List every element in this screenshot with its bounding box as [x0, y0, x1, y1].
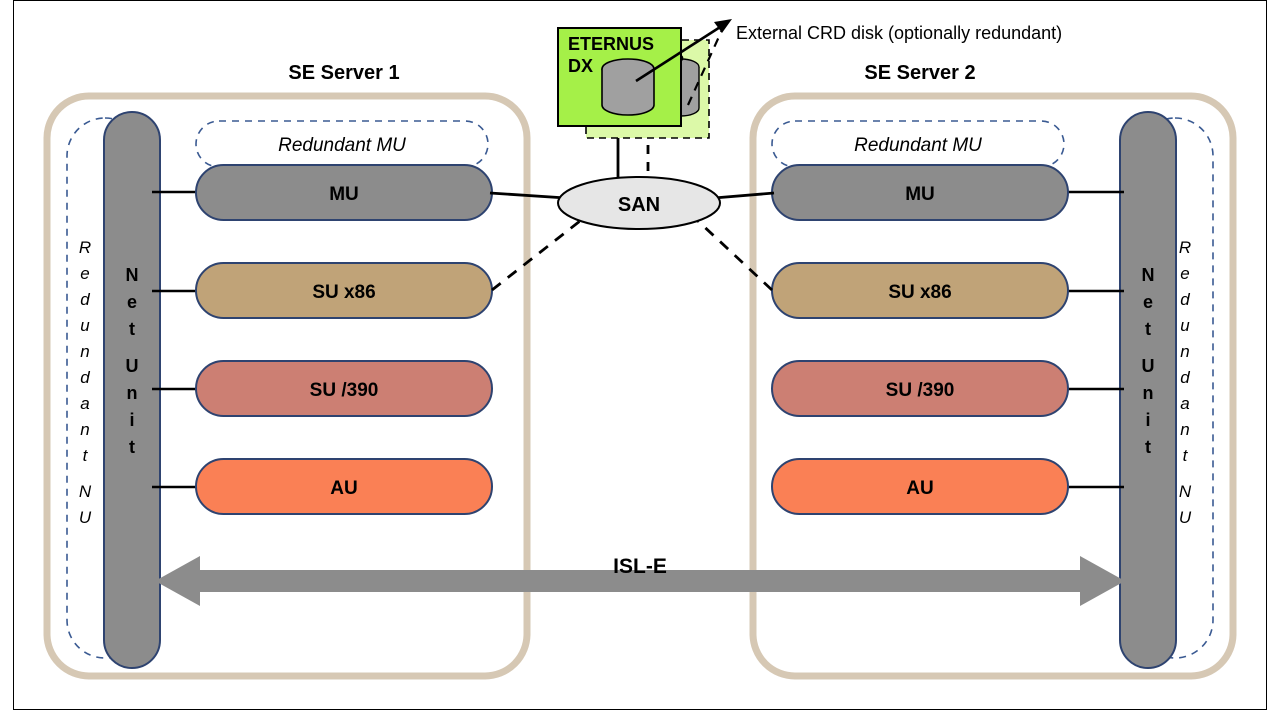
eternus-dx-name-line2: DX [568, 56, 593, 76]
server-1-module-mu-label: MU [329, 184, 359, 205]
san-node[interactable] [557, 176, 721, 230]
eternus-dx-primary[interactable]: ETERNUS DX [557, 27, 682, 127]
server-2-module-su-x86[interactable] [771, 262, 1069, 319]
server-2-title: SE Server 2 [864, 62, 976, 84]
server-1-module-su-390-label: SU /390 [310, 380, 379, 401]
eternus-dx-name-line1: ETERNUS [568, 34, 654, 54]
server-1-redundant-mu-label: Redundant MU [278, 135, 406, 156]
link-server-1-su-x86-to-san [491, 219, 581, 292]
server-1-module-su-x86-label: SU x86 [312, 282, 375, 303]
disk-cylinder-primary-icon [601, 58, 655, 116]
link-server-1-mu-to-san [489, 191, 567, 200]
server-2-module-mu-label: MU [905, 184, 935, 205]
page-border [13, 0, 1267, 710]
server-2-module-su-x86-label: SU x86 [888, 282, 951, 303]
link-server-2-su-x86-to-san [697, 219, 773, 292]
server-2-module-su-390-label: SU /390 [886, 380, 955, 401]
server-2-frame [749, 92, 1237, 680]
server-2-redundant-mu-label: Redundant MU [854, 135, 982, 156]
server-2-module-au[interactable] [771, 458, 1069, 515]
crd-callout-leader-primary [635, 19, 732, 83]
isl-e-arrow [155, 556, 1125, 606]
server-1-module-au-label: AU [330, 478, 357, 499]
san-label: SAN [618, 194, 660, 216]
server-1-module-su-390[interactable] [195, 360, 493, 417]
server-1-frame [43, 92, 531, 680]
server-2-redundant-mu-outline [771, 120, 1065, 168]
crd-disk-annotation: External CRD disk (optionally redundant) [736, 23, 1062, 43]
server-2-module-su-390[interactable] [771, 360, 1069, 417]
server-1-module-au[interactable] [195, 458, 493, 515]
server-1-redundant-mu-outline [195, 120, 489, 168]
server-2-module-au-label: AU [906, 478, 933, 499]
isl-e-label: ISL-E [613, 555, 667, 578]
server-1-title: SE Server 1 [288, 62, 400, 84]
server-1-module-su-x86[interactable] [195, 262, 493, 319]
link-server-2-mu-to-san [713, 191, 775, 200]
crd-callout-leader-redundant [686, 29, 724, 106]
